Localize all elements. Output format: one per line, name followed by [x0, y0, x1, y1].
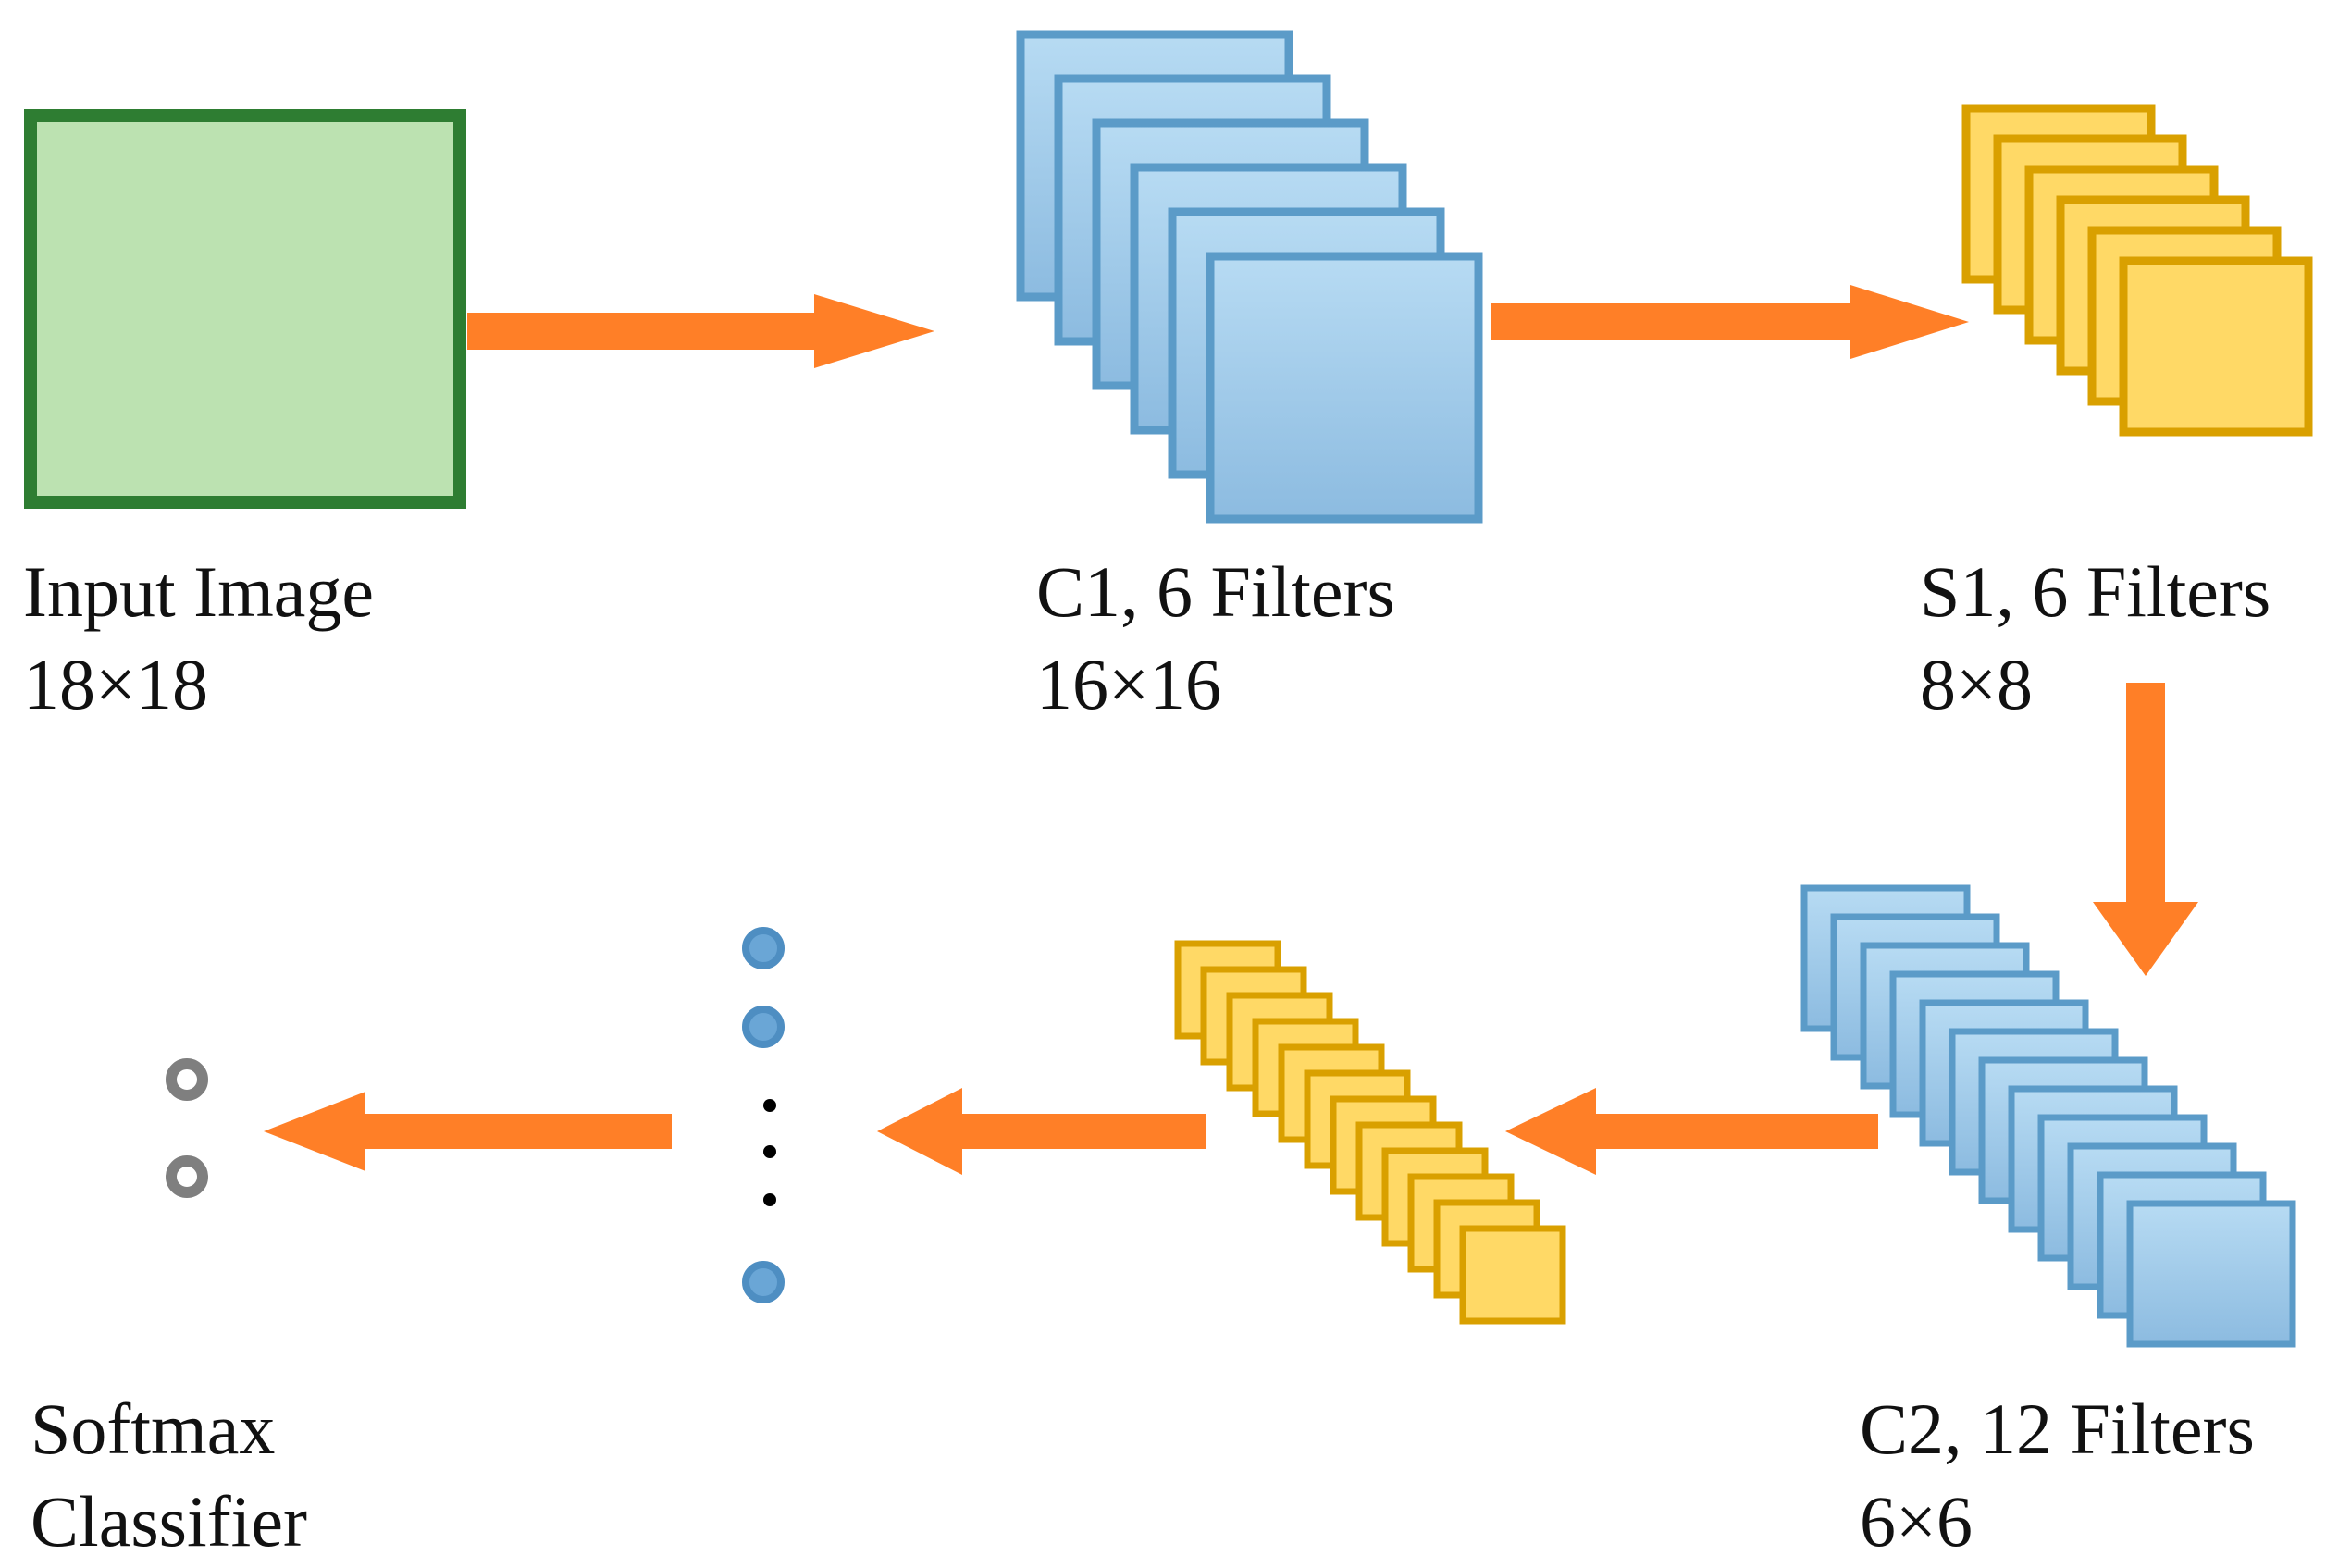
c1-title: C1, 6 Filters [1036, 551, 1395, 632]
s1-filter-map [2119, 256, 2313, 437]
neuron-dot-icon [742, 927, 785, 969]
s2-filter-map [1459, 1225, 1566, 1325]
input-image-size: 18×18 [23, 644, 208, 724]
softmax-label: Softmax Classifier [31, 1383, 307, 1568]
s1-feature-maps [1961, 104, 2313, 437]
output-node-icon [166, 1058, 208, 1101]
arrow-neurons-to-softmax [264, 1092, 672, 1171]
c2-title: C2, 12 Filters [1860, 1389, 2255, 1469]
arrow-s2-to-neurons [877, 1088, 1206, 1175]
c1-filter-map [1206, 252, 1483, 524]
s1-label: S1, 6 Filters 8×8 [1920, 546, 2270, 731]
c2-filter-map [2126, 1200, 2296, 1348]
arrow-s1-to-c2 [2093, 683, 2198, 976]
input-image-block [24, 109, 466, 509]
input-image-label: Input Image 18×18 [23, 546, 374, 731]
c1-label: C1, 6 Filters 16×16 [1036, 546, 1395, 731]
ellipsis-dot-icon [763, 1099, 776, 1112]
s1-size: 8×8 [1920, 644, 2033, 724]
arrow-c2-to-s2 [1505, 1088, 1878, 1175]
ellipsis-dot-icon [763, 1193, 776, 1206]
neuron-dot-icon [742, 1261, 785, 1303]
neuron-dot-icon [742, 1006, 785, 1048]
arrow-input-to-c1 [467, 294, 934, 368]
c1-feature-maps [1016, 30, 1483, 524]
softmax-subtitle: Classifier [31, 1481, 307, 1562]
arrow-c1-to-s1 [1491, 285, 1969, 359]
c2-feature-maps [1800, 884, 2296, 1348]
input-image-title: Input Image [23, 551, 375, 632]
output-node-icon [166, 1155, 208, 1198]
softmax-title: Softmax [31, 1389, 276, 1469]
s2-feature-maps [1174, 940, 1566, 1325]
c2-label: C2, 12 Filters 6×6 [1860, 1383, 2255, 1568]
ellipsis-dot-icon [763, 1145, 776, 1158]
c1-size: 16×16 [1036, 644, 1221, 724]
s1-title: S1, 6 Filters [1920, 551, 2271, 632]
c2-size: 6×6 [1860, 1481, 1973, 1562]
